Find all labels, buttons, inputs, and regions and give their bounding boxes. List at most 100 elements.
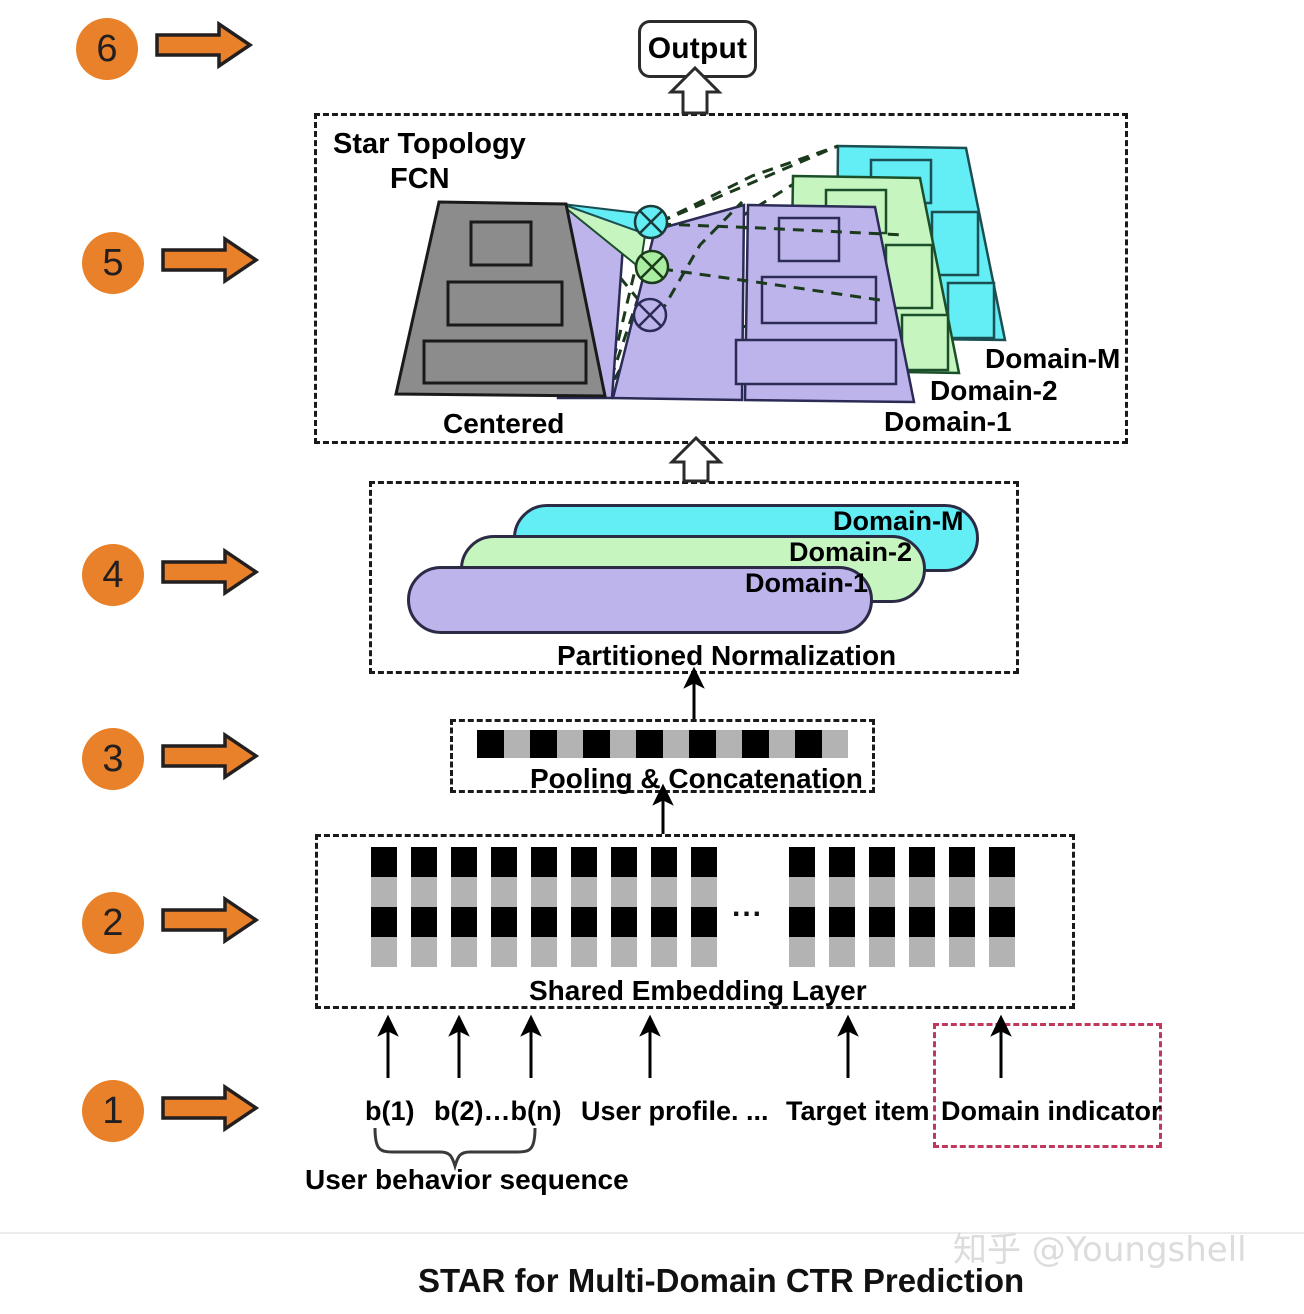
embedding-column — [451, 847, 477, 967]
step-marker-6-number: 6 — [96, 28, 118, 70]
step-marker-1-number: 1 — [102, 1090, 124, 1132]
user-behavior-sequence-caption: User behavior sequence — [305, 1164, 629, 1195]
embedding-cell-dark — [949, 907, 975, 937]
pooling-segment — [662, 730, 689, 758]
watermark: 知乎 @Youngshell — [953, 1230, 1247, 1270]
input-label-bn: b(2)…b(n) — [434, 1096, 562, 1126]
step-marker-5: 5 — [82, 232, 144, 294]
input-label-target-item: Target item — [786, 1096, 930, 1126]
step-marker-2-number: 2 — [102, 902, 124, 944]
step-marker-4-number: 4 — [102, 554, 124, 596]
pn-pill-domain-1-label: Domain-1 — [745, 568, 869, 598]
step-marker-1: 1 — [82, 1080, 144, 1142]
domain-1-fcn-label: Domain-1 — [884, 406, 1012, 437]
shared-embedding-container — [315, 834, 1075, 1009]
embedding-cell-dark — [451, 847, 477, 877]
arrow-pn-to-star — [668, 435, 724, 483]
step-marker-5-number: 5 — [102, 242, 124, 284]
pooling-segment — [742, 730, 769, 758]
step-arrow-3 — [161, 731, 260, 781]
pooling-segment — [609, 730, 636, 758]
pooling-segment — [530, 730, 557, 758]
embedding-column — [531, 847, 557, 967]
pooling-segment — [768, 730, 795, 758]
embedding-cell-light — [651, 877, 677, 907]
embedding-cell-dark — [371, 847, 397, 877]
pooling-concatenation-caption: Pooling & Concatenation — [530, 763, 863, 794]
pooling-bar — [477, 730, 848, 758]
step-marker-2: 2 — [82, 892, 144, 954]
embedding-cell-dark — [829, 907, 855, 937]
pooling-segment — [556, 730, 583, 758]
pooling-segment — [477, 730, 504, 758]
embedding-cell-dark — [909, 907, 935, 937]
centered-fcn-label: Centered — [443, 408, 565, 439]
pn-pill-domain-m-label: Domain-M — [833, 506, 964, 536]
behavior-sequence-brace — [373, 1127, 537, 1172]
embedding-cell-dark — [491, 847, 517, 877]
embedding-cell-light — [789, 877, 815, 907]
output-box: Output — [638, 20, 757, 78]
embedding-cell-light — [829, 877, 855, 907]
embedding-cell-light — [829, 937, 855, 967]
embedding-cell-dark — [651, 907, 677, 937]
embedding-cell-light — [611, 937, 637, 967]
embedding-cell-dark — [611, 847, 637, 877]
embedding-cell-dark — [789, 847, 815, 877]
embedding-cell-light — [869, 937, 895, 967]
domain-2-fcn-label: Domain-2 — [930, 375, 1058, 406]
pooling-segment — [795, 730, 822, 758]
shared-embedding-caption: Shared Embedding Layer — [529, 975, 867, 1006]
embedding-cell-light — [989, 877, 1015, 907]
embedding-cell-dark — [989, 907, 1015, 937]
embedding-cell-light — [949, 937, 975, 967]
embedding-column — [869, 847, 895, 967]
embedding-cell-light — [691, 877, 717, 907]
embedding-cell-light — [371, 877, 397, 907]
step-arrow-2 — [161, 895, 260, 945]
embedding-cell-dark — [869, 907, 895, 937]
embedding-cell-dark — [869, 847, 895, 877]
embedding-cell-dark — [491, 907, 517, 937]
output-label: Output — [647, 32, 748, 65]
embedding-column — [491, 847, 517, 967]
embedding-column — [909, 847, 935, 967]
embedding-cell-dark — [949, 847, 975, 877]
embedding-column — [411, 847, 437, 967]
embedding-cell-light — [909, 877, 935, 907]
embedding-cell-light — [411, 937, 437, 967]
embedding-cell-light — [571, 877, 597, 907]
embedding-cell-light — [411, 877, 437, 907]
embedding-column — [571, 847, 597, 967]
input-label-domain-indicator: Domain indicator — [941, 1096, 1162, 1126]
embedding-cell-dark — [571, 907, 597, 937]
step-marker-4: 4 — [82, 544, 144, 606]
embedding-cell-dark — [531, 907, 557, 937]
pooling-segment — [583, 730, 610, 758]
embedding-cell-light — [909, 937, 935, 967]
pn-pill-domain-2-label: Domain-2 — [789, 537, 913, 567]
embedding-column — [691, 847, 717, 967]
embedding-cell-dark — [531, 847, 557, 877]
embedding-cell-dark — [789, 907, 815, 937]
input-label-user-profile: User profile. ... — [581, 1096, 769, 1126]
embedding-cell-light — [571, 937, 597, 967]
embedding-cell-dark — [829, 847, 855, 877]
step-arrow-1 — [161, 1083, 260, 1133]
embedding-column — [789, 847, 815, 967]
embedding-ellipsis: ... — [732, 890, 764, 923]
embedding-cell-light — [531, 937, 557, 967]
embedding-cell-light — [949, 877, 975, 907]
embedding-cell-dark — [371, 907, 397, 937]
star-topology-title-line1: Star Topology — [333, 128, 526, 160]
embedding-column — [989, 847, 1015, 967]
embedding-cell-dark — [411, 907, 437, 937]
domain-m-fcn-label: Domain-M — [985, 343, 1121, 374]
embedding-cell-light — [531, 877, 557, 907]
pooling-segment — [636, 730, 663, 758]
embedding-cell-dark — [651, 847, 677, 877]
step-arrow-4 — [161, 547, 260, 597]
embedding-cell-dark — [909, 847, 935, 877]
embedding-cell-light — [371, 937, 397, 967]
step-marker-6: 6 — [76, 18, 138, 80]
